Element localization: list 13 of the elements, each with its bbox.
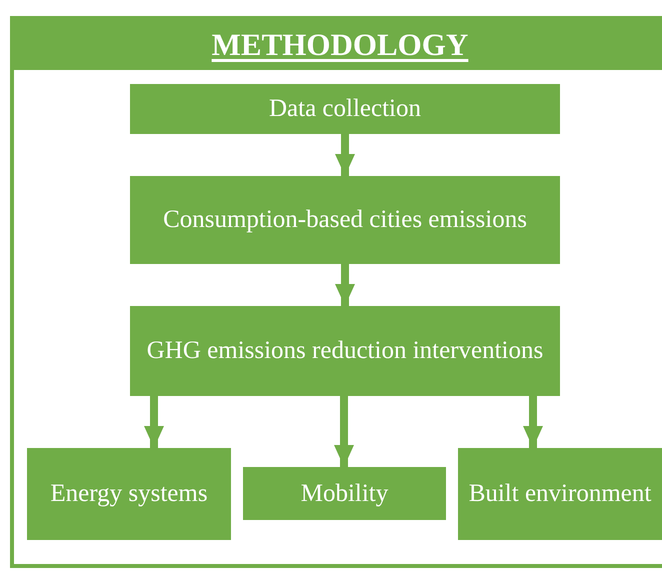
arrow <box>523 396 543 448</box>
arrow <box>334 396 354 467</box>
process-box: Data collection <box>130 84 560 134</box>
process-box: Built environment <box>458 448 662 540</box>
arrow <box>335 264 355 306</box>
arrow <box>335 134 355 176</box>
frame-panel <box>10 16 662 568</box>
process-box: Mobility <box>243 467 446 520</box>
process-box: Energy systems <box>27 448 231 540</box>
panel-title: METHODOLOGY <box>212 27 468 63</box>
process-box: Consumption-based cities emissions <box>130 176 560 264</box>
process-box: GHG emissions reduction interventions <box>130 306 560 396</box>
arrow <box>144 396 164 448</box>
